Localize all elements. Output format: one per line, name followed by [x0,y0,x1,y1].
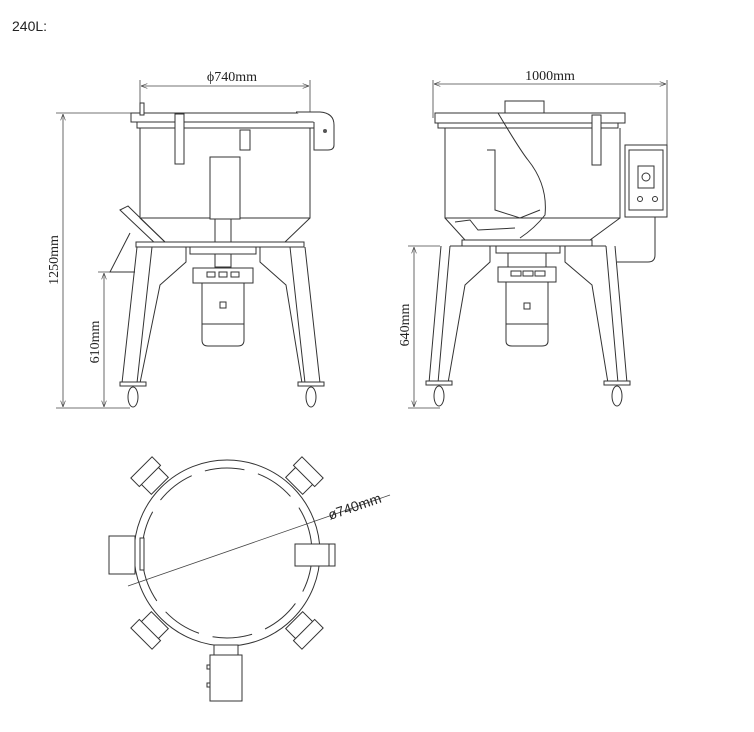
side-view: 1000mm 640mm [398,69,668,409]
top-diameter-label: ø740mm [326,490,383,523]
front-width-label: ϕ740mm [207,70,257,85]
top-view: ø740mm [108,456,391,702]
side-leg-height-label: 640mm [398,304,413,347]
front-view: ϕ740mm 1250mm 610mm [47,70,335,409]
front-leg-height-label: 610mm [88,321,103,364]
side-width-label: 1000mm [525,69,575,84]
model-title: 240L: [12,18,48,34]
front-height-label: 1250mm [47,235,62,285]
